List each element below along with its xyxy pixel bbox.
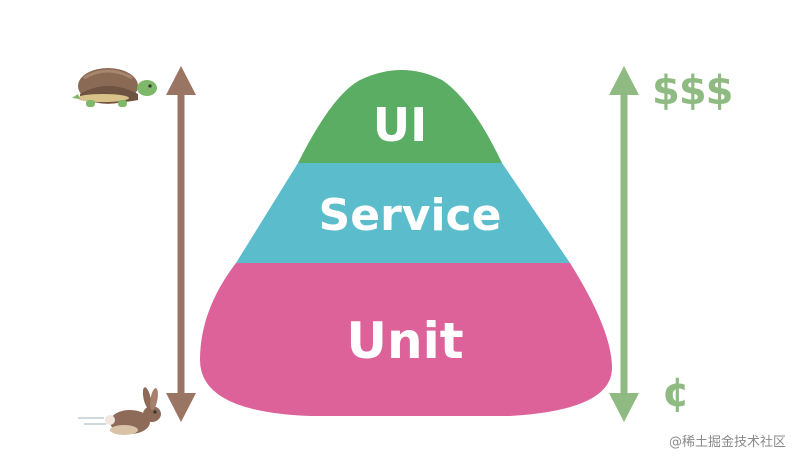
cost-axis-arrow <box>609 66 639 422</box>
pyramid-layer-unit <box>200 263 612 416</box>
cost-high-label: $$$ <box>652 68 733 114</box>
pyramid-label-ui: UI <box>372 98 428 152</box>
rabbit-icon <box>78 387 161 435</box>
turtle-icon <box>72 68 157 107</box>
speed-axis-arrow <box>166 66 196 422</box>
pyramid-label-unit: Unit <box>346 312 464 370</box>
pyramid <box>200 70 612 416</box>
pyramid-layer-ui <box>298 70 502 163</box>
watermark-text: @稀土掘金技术社区 <box>668 435 786 450</box>
pyramid-layer-service <box>236 163 570 263</box>
cost-low-label: ¢ <box>662 370 690 416</box>
pyramid-label-service: Service <box>318 190 502 241</box>
